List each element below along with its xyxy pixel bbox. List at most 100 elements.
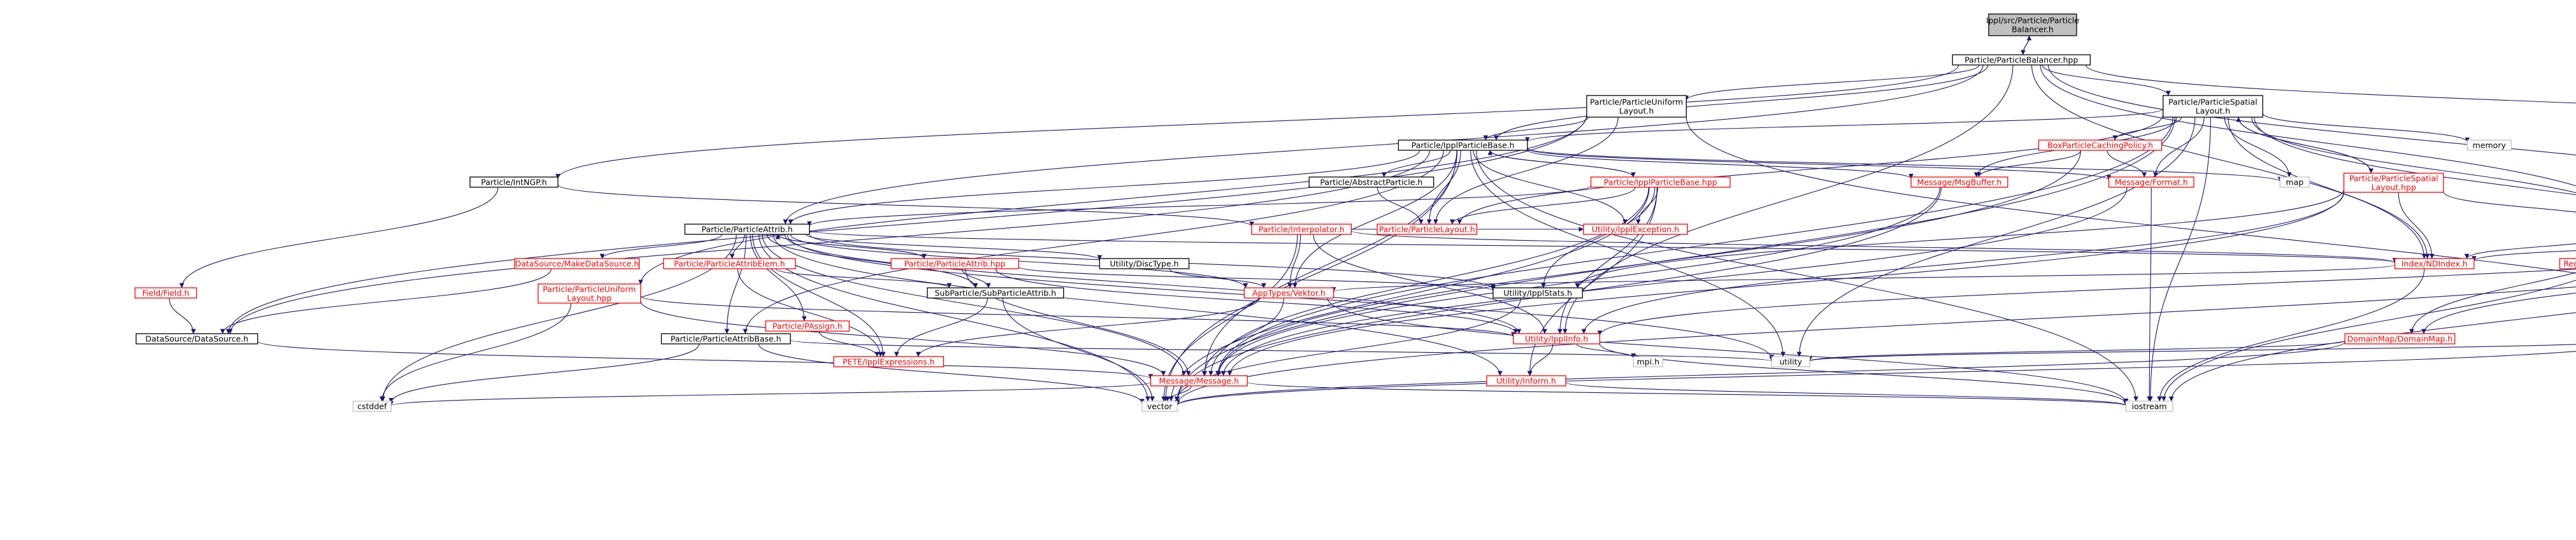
edge-ippl_particle_base_h-to-iostream	[1476, 150, 2138, 402]
edge-spatial_layout_hpp-to-ippl_info_h	[1581, 192, 2345, 334]
edge-ippl_particle_base_h-to-msg_buffer_h	[1527, 150, 1914, 179]
node-particle-attrib-hpp[interactable]: Particle/ParticleAttrib.hpp	[891, 258, 1019, 269]
node-box	[1243, 287, 1335, 299]
node-box	[1988, 13, 2077, 36]
node-make-data-source-h[interactable]: DataSource/MakeDataSource.h	[514, 258, 640, 269]
node-field-field-h[interactable]: Field/Field.h	[134, 287, 197, 299]
node-label-line: map	[2286, 178, 2304, 187]
node-vector: vector	[1141, 401, 1178, 412]
edge-uniform_layout_h-to-data_source_h	[225, 114, 1587, 334]
node-box	[1910, 176, 2008, 188]
node-particle-layout-h[interactable]: Particle/ParticleLayout.h	[1377, 224, 1478, 235]
node-label-line: Particle/IntNGP.h	[481, 178, 547, 187]
node-ippl-exception-h[interactable]: Utility/IpplException.h	[1583, 224, 1688, 235]
node-label-line: Ippl/src/Particle/Particle	[1986, 16, 2080, 25]
edge-uniform_layout_hpp-to-cstddef	[379, 302, 571, 402]
node-label-line: SubParticle/SubParticleAttrib.h	[934, 288, 1056, 298]
node-box	[2394, 258, 2475, 269]
node-balancer-hpp[interactable]: Particle/ParticleBalancer.hpp	[1952, 54, 2091, 66]
edge-spatial_layout_h-to-message_h	[1215, 117, 2173, 376]
edge-spatial_layout_h-to-particle_layout_h	[1457, 114, 2164, 225]
node-box	[1513, 333, 1601, 345]
edge-attrib_elem_h-to-sub_particle_attrib_h	[775, 268, 952, 288]
node-label-line: Utility/IpplStats.h	[1503, 288, 1572, 298]
edge-field_layout_h-to-vector	[1175, 286, 2576, 405]
edge-uniform_layout_h-to-functional	[1685, 117, 2576, 274]
edge-spatial_layout_h-to-message_format_h	[2152, 117, 2205, 178]
edge-int_nsp_h-to-field_field_h	[179, 187, 499, 288]
node-label-line: utility	[1780, 357, 1803, 367]
node-msg-buffer-h[interactable]: Message/MsgBuffer.h	[1910, 176, 2008, 188]
edge-attrib_base_h-to-utility	[790, 339, 1774, 362]
node-disc-type-h[interactable]: Utility/DiscType.h	[1099, 258, 1190, 269]
node-box	[135, 333, 259, 345]
edge-spatial_layout_h-to-utility	[1796, 117, 2196, 357]
edge-particle_attrib_hpp-to-ippl_stats_h	[1018, 266, 1496, 291]
node-particle-attrib-h[interactable]: Particle/ParticleAttrib.h	[684, 224, 810, 235]
node-ippl-info-h[interactable]: Utility/IpplInfo.h	[1513, 333, 1601, 345]
node-inform-h[interactable]: Utility/Inform.h	[1486, 375, 1566, 387]
node-iostream: iostream	[2125, 401, 2173, 412]
node-box	[891, 258, 1019, 269]
node-box	[765, 320, 850, 332]
node-attrib-base-h[interactable]: Particle/ParticleAttribBase.h	[661, 333, 791, 345]
node-label-line: vector	[1147, 402, 1173, 411]
node-label-line: Layout.h	[1619, 106, 1654, 116]
node-box	[1586, 95, 1687, 118]
node-domain-map-h[interactable]: DomainMap/DomainMap.h	[2344, 333, 2456, 345]
edge-particle_attrib_hpp-to-sub_particle_attrib_h	[961, 268, 991, 288]
edge-region_layout_h-to-iostream	[2161, 280, 2576, 402]
edge-passign_h-to-pete_ippl_expressions_h	[819, 330, 880, 357]
node-ppl-balancer-h[interactable]: Ippl/src/Particle/ParticleBalancer.h	[1986, 13, 2080, 36]
edge-particle_attrib_h-to-disc_type_h	[805, 234, 1102, 260]
edge-ippl_particle_base_h-to-vektor_h	[1292, 150, 1457, 288]
edge-region_layout_h-to-index_ndindex_h	[2464, 243, 2576, 259]
node-label-line: Utility/Inform.h	[1496, 376, 1556, 386]
node-ippl-particle-base-hpp[interactable]: Particle/IpplParticleBase.hpp	[1590, 176, 1731, 188]
edge-spatial_layout_hpp-to-index_ndindex_h	[2398, 192, 2435, 259]
edge-ippl_info_h-to-mpi_h	[1576, 343, 1636, 359]
edge-sub_particle_attrib_h-to-vector	[1002, 297, 1155, 402]
node-box	[2163, 95, 2263, 118]
node-label-line: Message/MsgBuffer.h	[1917, 178, 2002, 187]
node-region-rnode-h[interactable]: Region/Rnode.h	[2559, 258, 2576, 269]
node-index-ndindex-h[interactable]: Index/NDIndex.h	[2394, 258, 2475, 269]
node-label-line: Balancer.h	[2012, 25, 2054, 34]
node-attrib-elem-h[interactable]: Particle/ParticleAttribElem.h	[663, 258, 796, 269]
node-data-source-h[interactable]: DataSource/DataSource.h	[135, 333, 259, 345]
edge-layer	[169, 35, 2576, 406]
node-label-line: Field/Field.h	[142, 288, 189, 298]
node-ippl-stats-h[interactable]: Utility/IpplStats.h	[1492, 287, 1583, 299]
node-box-caching-policy-h[interactable]: BoxParticleCachingPolicy.h	[2038, 139, 2163, 151]
node-passign-h[interactable]: Particle/PAssign.h	[765, 320, 850, 332]
node-pete-ippl-expressions-h[interactable]: PETE/IpplExpressions.h	[833, 356, 945, 367]
node-ippl-particle-base-h[interactable]: Particle/IpplParticleBase.h	[1398, 139, 1528, 151]
node-label-line: Particle/ParticleAttribElem.h	[674, 259, 785, 269]
edge-balancer_hpp-to-binary_balancer_h	[2086, 64, 2576, 104]
node-label-line: iostream	[2132, 402, 2167, 411]
edge-box_caching_policy_h-to-message_format_h	[2107, 150, 2147, 178]
node-interpolator-h[interactable]: Particle/Interpolator.h	[1251, 224, 1352, 235]
edge-disc_type_h-to-vektor_h	[1169, 268, 1266, 288]
edge-ippl_info_h-to-inform_h	[1527, 343, 1554, 376]
edge-ippl_particle_base_h-to-ippl_exception_h	[1473, 150, 1628, 225]
node-sub-particle-attrib-h[interactable]: SubParticle/SubParticleAttrib.h	[927, 287, 1064, 299]
node-message-format-h[interactable]: Message/Format.h	[2108, 176, 2194, 188]
node-label-line: Particle/ParticleSpatial	[2168, 97, 2258, 107]
node-label-line: Particle/IpplParticleBase.h	[1412, 141, 1515, 150]
node-vektor-h[interactable]: AppTypes/Vektor.h	[1243, 287, 1335, 299]
node-abstract-particle-h[interactable]: Particle/AbstractParticle.h	[1308, 176, 1435, 188]
node-box	[1150, 375, 1248, 387]
node-box	[1492, 287, 1583, 299]
edge-spatial_layout_h-to-memory	[2262, 113, 2470, 143]
node-message-h[interactable]: Message/Message.h	[1150, 375, 1248, 387]
node-label-line: Particle/ParticleAttrib.hpp	[905, 259, 1006, 269]
node-box	[1583, 224, 1688, 235]
node-label-line: Message/Message.h	[1159, 376, 1239, 386]
node-int-nsp-h[interactable]: Particle/IntNGP.h	[469, 176, 559, 188]
